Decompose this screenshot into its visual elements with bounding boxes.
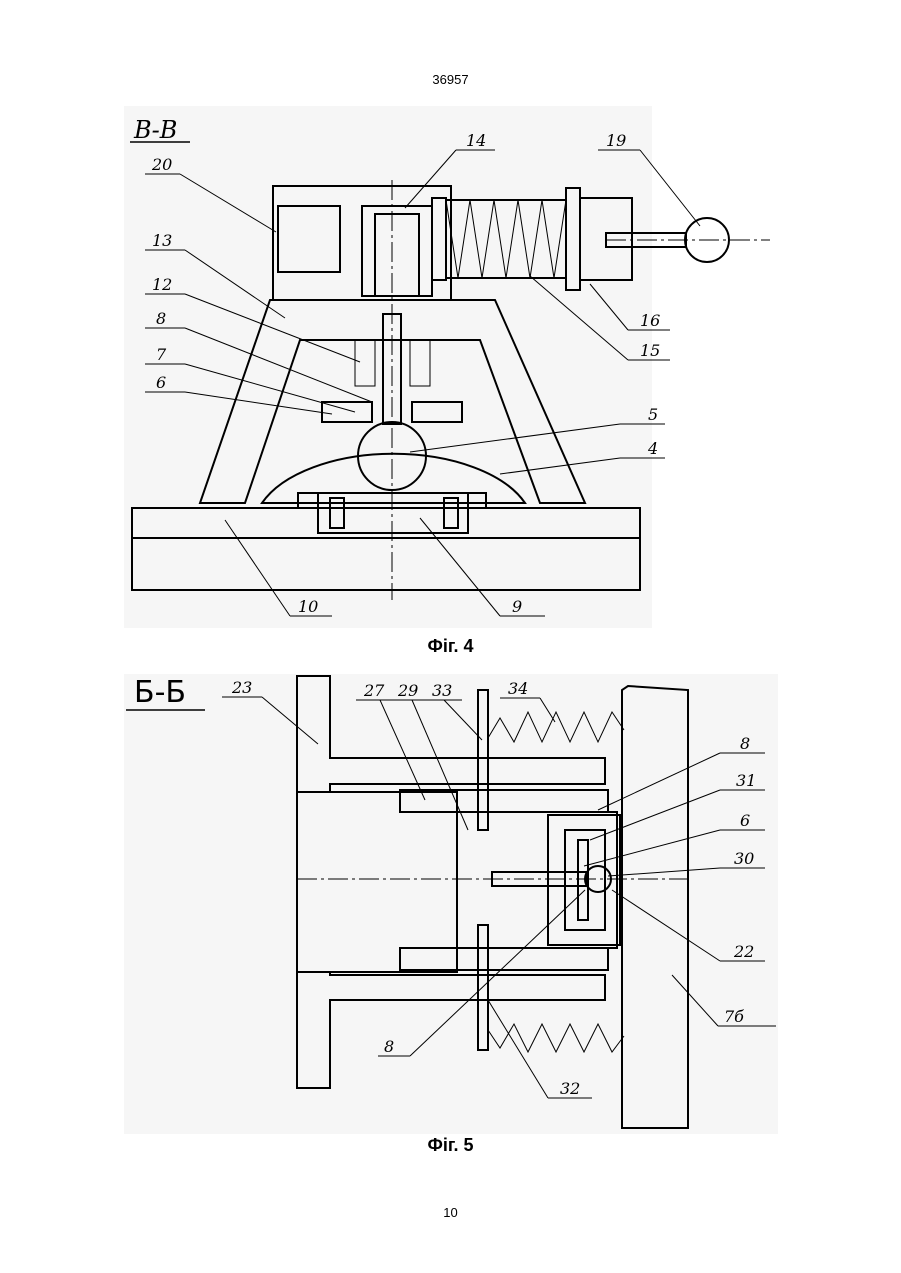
callout-32: 32: [560, 1079, 580, 1098]
callout-29: 29: [397, 681, 418, 700]
callout-34: 34: [508, 679, 528, 698]
callout-8-bottom: 8: [384, 1037, 394, 1056]
callout-7b: 7б: [724, 1007, 744, 1026]
figure-4-background: [124, 106, 652, 628]
callout-6: 6: [156, 373, 166, 392]
section-label-b: Б-Б: [134, 675, 186, 710]
figure-5-drawing: Б-Б 23 27 29: [124, 674, 778, 1134]
figure-5-caption: Фіг. 5: [0, 1135, 901, 1156]
callout-15: 15: [640, 341, 660, 360]
callout-13: 13: [152, 231, 172, 250]
callout-12: 12: [152, 275, 172, 294]
callout-27: 27: [363, 681, 385, 700]
callout-23: 23: [231, 678, 252, 697]
callout-31: 31: [736, 771, 756, 790]
callout-9: 9: [512, 597, 522, 616]
callout-30: 30: [734, 849, 754, 868]
callout-10: 10: [298, 597, 318, 616]
callout-8-top: 8: [740, 734, 750, 753]
callout-6: 6: [740, 811, 750, 830]
figure-4-caption: Фіг. 4: [0, 636, 901, 657]
callout-22: 22: [733, 942, 754, 961]
callout-7: 7: [156, 345, 167, 364]
page-number: 10: [0, 1205, 901, 1220]
callout-19: 19: [606, 131, 626, 150]
figure-4-drawing: В-В 20 14 19 13 12 8 7 6 5 4 16: [124, 106, 770, 628]
callout-33: 33: [432, 681, 452, 700]
callout-8: 8: [156, 309, 166, 328]
callout-4: 4: [647, 439, 658, 458]
callout-14: 14: [466, 131, 486, 150]
figure-5-background: [124, 674, 778, 1134]
callout-5: 5: [648, 405, 658, 424]
callout-16: 16: [640, 311, 660, 330]
section-label-v: В-В: [133, 116, 177, 144]
callout-20: 20: [151, 155, 172, 174]
